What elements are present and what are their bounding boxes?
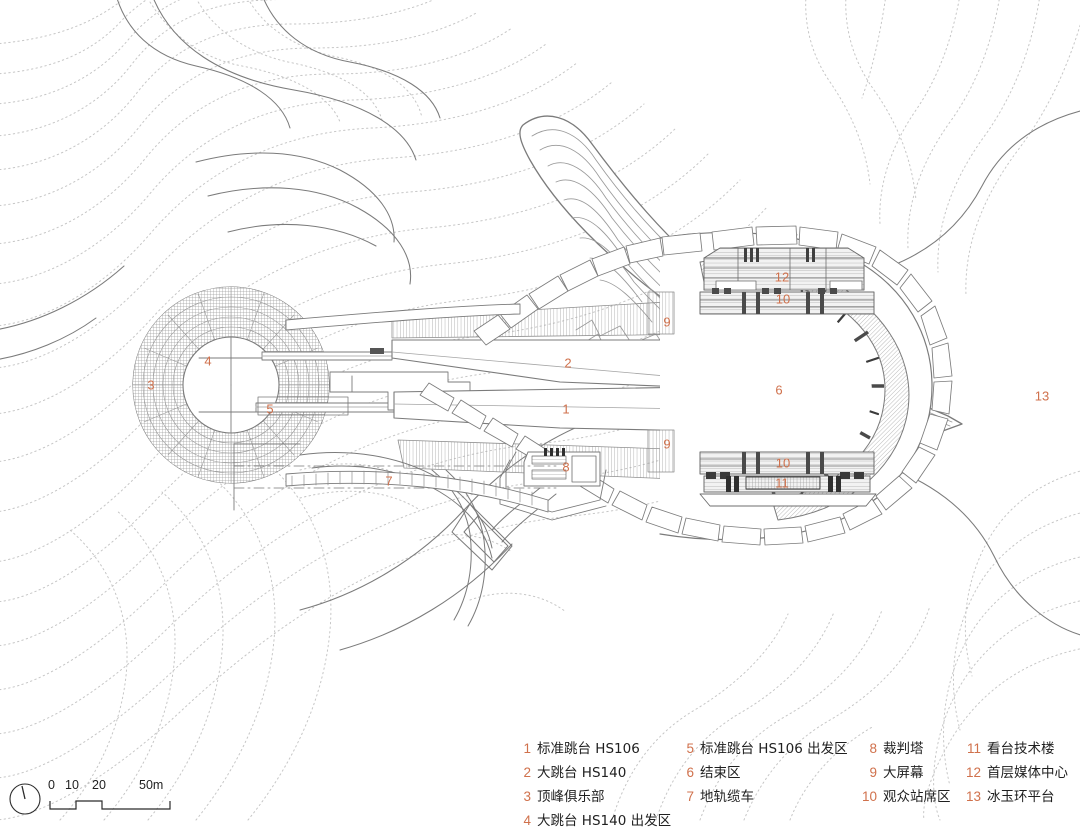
legend-label: 大屏幕	[883, 765, 924, 781]
scale-tick-10: 10	[65, 778, 79, 792]
summit-club-disc	[132, 286, 330, 484]
legend-label: 冰玉环平台	[987, 789, 1055, 805]
legend-item: 7 地轨缆车	[675, 786, 858, 807]
legend-item: 6 结束区	[675, 762, 858, 783]
legend: 1 标准跳台 HS106 2 大跳台 HS140 3 顶峰俱乐部 4 大跳台 H…	[512, 738, 1072, 829]
legend-number: 8	[869, 741, 877, 756]
grandstand-bottom	[699, 451, 877, 507]
legend-label: 看台技术楼	[987, 741, 1055, 757]
scale-and-north: 0 10 20 50m	[8, 772, 208, 820]
legend-number: 11	[966, 741, 981, 756]
legend-label: 标准跳台 HS106	[537, 741, 640, 757]
legend-number: 10	[861, 789, 877, 804]
legend-item: 12 首层媒体中心	[962, 762, 1072, 783]
legend-number: 2	[523, 765, 531, 780]
north-arrow-icon	[9, 783, 41, 815]
legend-label: 观众站席区	[883, 789, 951, 805]
legend-label: 地轨缆车	[700, 789, 754, 805]
grandstand-top	[699, 247, 875, 315]
judges-tower	[499, 448, 607, 521]
legend-item: 11 看台技术楼	[962, 738, 1072, 759]
legend-label: 裁判塔	[883, 741, 924, 757]
scale-tick-0: 0	[48, 778, 55, 792]
legend-item: 9 大屏幕	[858, 762, 962, 783]
legend-column-4: 11 看台技术楼 12 首层媒体中心 13 冰玉环平台	[962, 738, 1072, 807]
legend-number: 7	[686, 789, 694, 804]
legend-number: 3	[523, 789, 531, 804]
legend-column-3: 8 裁判塔 9 大屏幕 10 观众站席区	[858, 738, 962, 807]
legend-label: 结束区	[700, 765, 741, 781]
legend-item: 10 观众站席区	[858, 786, 962, 807]
legend-label: 大跳台 HS140 出发区	[537, 813, 672, 829]
scale-tick-50: 50m	[139, 778, 164, 792]
legend-item: 2 大跳台 HS140	[512, 762, 675, 783]
legend-item: 8 裁判塔	[858, 738, 962, 759]
scale-tick-20: 20	[92, 778, 106, 792]
legend-number: 9	[869, 765, 877, 780]
legend-item: 13 冰玉环平台	[962, 786, 1072, 807]
legend-number: 5	[686, 741, 694, 756]
legend-item: 3 顶峰俱乐部	[512, 786, 675, 807]
legend-label: 首层媒体中心	[987, 765, 1068, 781]
legend-column-1: 1 标准跳台 HS106 2 大跳台 HS140 3 顶峰俱乐部 4 大跳台 H…	[512, 738, 675, 831]
legend-label: 标准跳台 HS106 出发区	[700, 741, 848, 757]
scale-tick-labels: 0 10 20 50m	[48, 778, 208, 796]
legend-number: 6	[686, 765, 694, 780]
legend-number: 13	[965, 789, 981, 804]
scale-bar	[49, 800, 171, 810]
legend-number: 1	[523, 741, 531, 756]
legend-label: 大跳台 HS140	[537, 765, 627, 781]
terrace-wall	[285, 470, 549, 513]
legend-item: 1 标准跳台 HS106	[512, 738, 675, 759]
legend-column-2: 5 标准跳台 HS106 出发区 6 结束区 7 地轨缆车	[675, 738, 858, 807]
finish-bowl	[419, 225, 953, 546]
legend-label: 顶峰俱乐部	[537, 789, 605, 805]
legend-number: 12	[965, 765, 981, 780]
big-screen	[647, 291, 675, 473]
legend-item: 5 标准跳台 HS106 出发区	[675, 738, 858, 759]
